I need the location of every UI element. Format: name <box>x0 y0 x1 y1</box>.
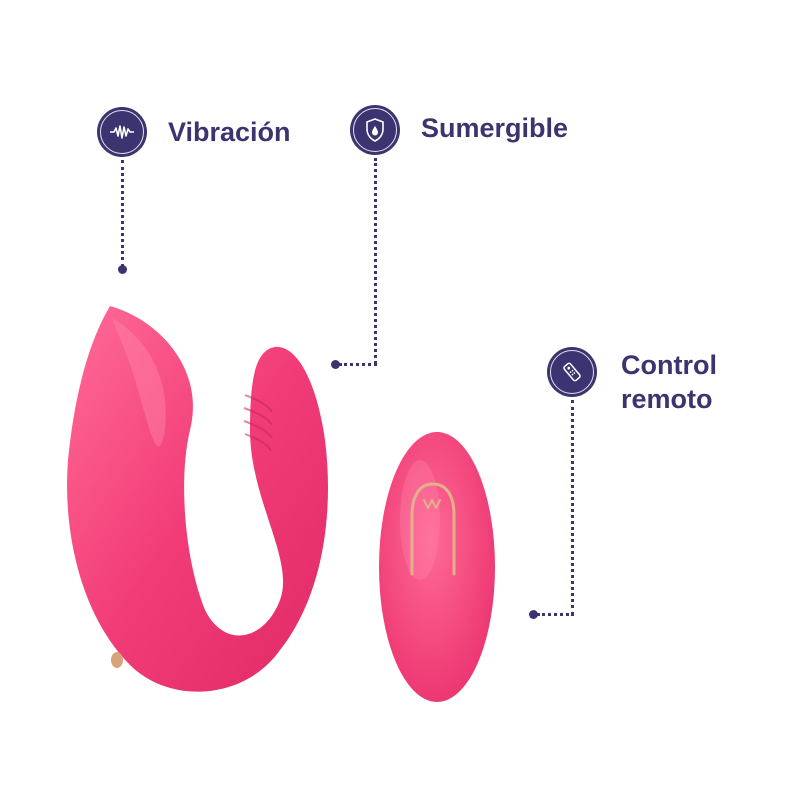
vibration-icon <box>97 107 147 157</box>
remote-label: Control remoto <box>621 349 717 417</box>
waterproof-icon <box>350 105 400 155</box>
waterproof-connector-dot <box>331 360 340 369</box>
waterproof-connector-horizontal <box>339 363 377 366</box>
vibration-connector <box>121 160 124 267</box>
waterproof-label: Sumergible <box>421 113 569 143</box>
remote-label-line1: Control <box>621 350 717 380</box>
remote-icon <box>547 347 597 397</box>
remote-logo <box>423 499 441 509</box>
remote-label-line2: remoto <box>621 383 713 414</box>
charge-port <box>111 652 123 668</box>
remote-control <box>379 432 495 702</box>
remote-connector-horizontal <box>537 613 574 616</box>
ribbed-texture <box>243 394 273 452</box>
remote-connector-vertical <box>571 400 574 615</box>
vibration-connector-dot <box>118 265 127 274</box>
remote-button-outline <box>410 482 456 576</box>
vibration-label: Vibración <box>168 117 291 147</box>
remote-connector-dot <box>529 610 538 619</box>
waterproof-connector-vertical <box>374 158 377 364</box>
main-device <box>67 306 328 692</box>
